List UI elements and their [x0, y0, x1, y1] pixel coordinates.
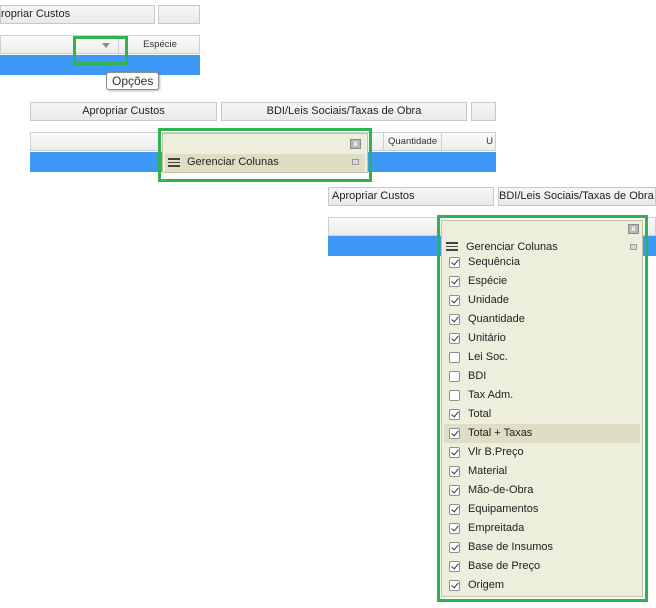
column-option-row[interactable]: Lei Soc.: [444, 348, 640, 367]
column-option-label: Total + Taxas: [468, 427, 533, 439]
column-checkbox[interactable]: [449, 466, 460, 477]
column-option-row[interactable]: Espécie: [444, 272, 640, 291]
column-option-label: Base de Insumos: [468, 541, 553, 553]
column-checkbox[interactable]: [449, 542, 460, 553]
column-option-row[interactable]: Unidade: [444, 291, 640, 310]
tab-next[interactable]: [471, 102, 496, 121]
column-checkbox[interactable]: [449, 295, 460, 306]
column-option-label: Empreitada: [468, 522, 525, 534]
column-option-label: Mão-de-Obra: [468, 484, 534, 496]
submenu-arrow-icon: [352, 159, 359, 165]
column-checkbox[interactable]: [449, 333, 460, 344]
column-option-label: Origem: [468, 579, 505, 591]
column-header-options[interactable]: [96, 36, 118, 53]
column-checkbox[interactable]: [449, 352, 460, 363]
close-icon[interactable]: x: [350, 139, 361, 149]
selected-row[interactable]: [0, 55, 200, 75]
column-checkbox[interactable]: [449, 428, 460, 439]
column-checkbox[interactable]: [449, 447, 460, 458]
column-option-label: Material: [468, 465, 508, 477]
column-option-row[interactable]: Base de Insumos: [444, 538, 640, 557]
column-option-label: Vlr B.Preço: [468, 446, 524, 458]
column-checkbox[interactable]: [449, 580, 460, 591]
tab-next[interactable]: [158, 5, 200, 24]
column-checkbox[interactable]: [449, 409, 460, 420]
column-option-row[interactable]: Empreitada: [444, 519, 640, 538]
column-option-row[interactable]: Origem: [444, 576, 640, 595]
tab-apropriar-custos[interactable]: ropriar Custos: [0, 5, 155, 24]
column-checkbox[interactable]: [449, 523, 460, 534]
column-option-label: Base de Preço: [468, 560, 541, 572]
step1-screenshot: ropriar Custos Espécie Opções: [0, 0, 200, 95]
column-header-unitario[interactable]: U: [441, 133, 497, 150]
column-option-label: Total: [468, 408, 492, 420]
column-checkbox[interactable]: [449, 314, 460, 325]
column-option-row[interactable]: Sequência: [444, 253, 640, 272]
column-checkbox[interactable]: [449, 504, 460, 515]
grid-header: Espécie: [0, 35, 200, 54]
column-option-row[interactable]: Quantidade: [444, 310, 640, 329]
tab-apropriar-custos[interactable]: Apropriar Custos: [328, 187, 494, 206]
column-option-row[interactable]: Material: [444, 462, 640, 481]
column-checkbox[interactable]: [449, 257, 460, 268]
highlight-box: [437, 215, 648, 602]
column-checkbox[interactable]: [449, 371, 460, 382]
highlight-box: [73, 36, 128, 65]
tab-bdi-leis-sociais[interactable]: BDI/Leis Sociais/Taxas de Obra: [498, 187, 656, 206]
column-option-row[interactable]: Total: [444, 405, 640, 424]
menu-item-gerenciar-colunas[interactable]: Gerenciar Colunas: [444, 238, 640, 256]
column-checkbox[interactable]: [449, 390, 460, 401]
column-option-label: Quantidade: [468, 313, 525, 325]
dropdown-arrow-icon[interactable]: [102, 43, 110, 48]
column-checkbox[interactable]: [449, 276, 460, 287]
tab-label: ropriar Custos: [1, 8, 71, 20]
step3-screenshot: Apropriar Custos BDI/Leis Sociais/Taxas …: [328, 186, 656, 608]
highlight-box: [158, 128, 372, 182]
options-tooltip: Opções: [106, 72, 160, 90]
column-checkbox[interactable]: [449, 561, 460, 572]
column-option-row[interactable]: Vlr B.Preço: [444, 443, 640, 462]
column-option-label: Unidade: [468, 294, 509, 306]
column-header-quantidade[interactable]: Quantidade: [383, 133, 441, 150]
close-icon[interactable]: x: [628, 224, 639, 234]
step2-screenshot: Apropriar Custos BDI/Leis Sociais/Taxas …: [30, 100, 497, 182]
column-option-label: Espécie: [468, 275, 508, 287]
column-header-especie[interactable]: Espécie: [118, 36, 201, 53]
tab-bdi-leis-sociais[interactable]: BDI/Leis Sociais/Taxas de Obra: [221, 102, 467, 121]
submenu-arrow-icon: [630, 244, 637, 250]
column-option-label: Equipamentos: [468, 503, 539, 515]
column-option-label: Lei Soc.: [468, 351, 508, 363]
menu-item-gerenciar-colunas[interactable]: Gerenciar Colunas: [165, 154, 365, 172]
columns-icon: [168, 158, 180, 167]
column-option-row[interactable]: Base de Preço: [444, 557, 640, 576]
column-option-row[interactable]: Mão-de-Obra: [444, 481, 640, 500]
column-option-row[interactable]: Equipamentos: [444, 500, 640, 519]
column-checkbox[interactable]: [449, 485, 460, 496]
column-option-row[interactable]: Tax Adm.: [444, 386, 640, 405]
options-menu: x Gerenciar Colunas: [162, 133, 368, 173]
column-option-row[interactable]: Unitário: [444, 329, 640, 348]
tab-apropriar-custos[interactable]: Apropriar Custos: [30, 102, 217, 121]
column-option-label: Unitário: [468, 332, 506, 344]
column-option-label: BDI: [468, 370, 487, 382]
column-option-row[interactable]: BDI: [444, 367, 640, 386]
columns-icon: [446, 242, 458, 251]
column-option-row[interactable]: Total + Taxas: [444, 424, 640, 443]
column-option-label: Sequência: [468, 256, 520, 268]
column-option-label: Tax Adm.: [468, 389, 514, 401]
